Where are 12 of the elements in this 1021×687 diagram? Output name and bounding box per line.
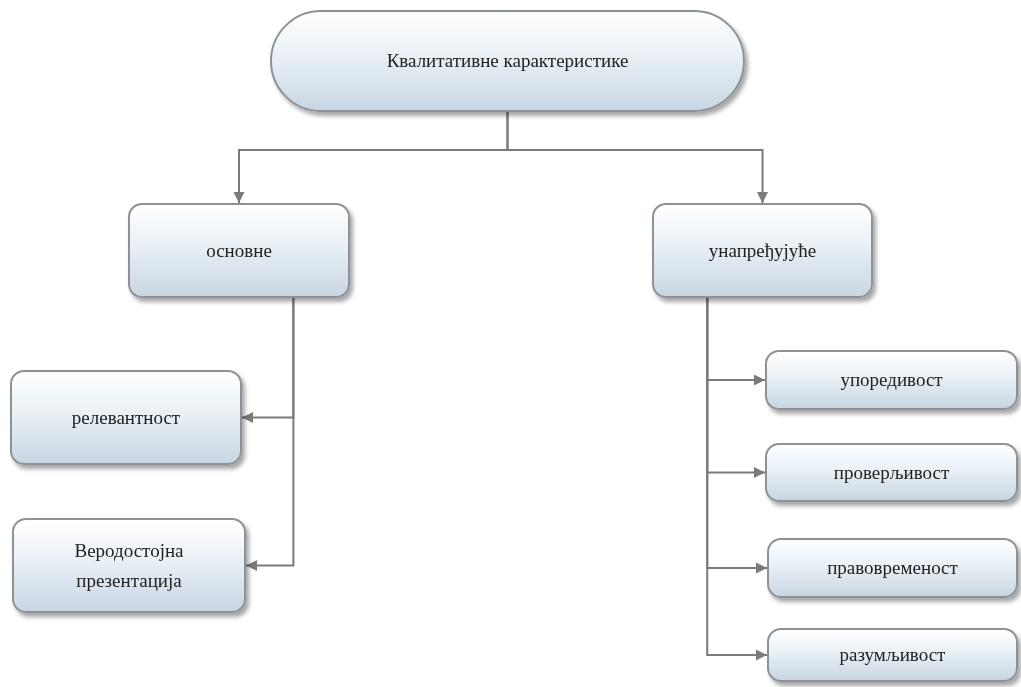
category-box: упоредивост [765, 350, 1018, 410]
arrow [506, 111, 768, 204]
title-pill: Квалитативне карактеристике [270, 10, 745, 112]
arrow [706, 297, 768, 661]
category-box: правовременост [767, 538, 1018, 598]
category-box: релевантност [10, 370, 242, 465]
category-box: основне [128, 203, 350, 298]
category-box: разумљивост [767, 628, 1018, 682]
category-box: унапређујуће [652, 203, 873, 298]
category-box: проверљивост [765, 443, 1018, 502]
category-box: Веродостојна презентација [12, 518, 246, 613]
arrow [245, 297, 295, 571]
